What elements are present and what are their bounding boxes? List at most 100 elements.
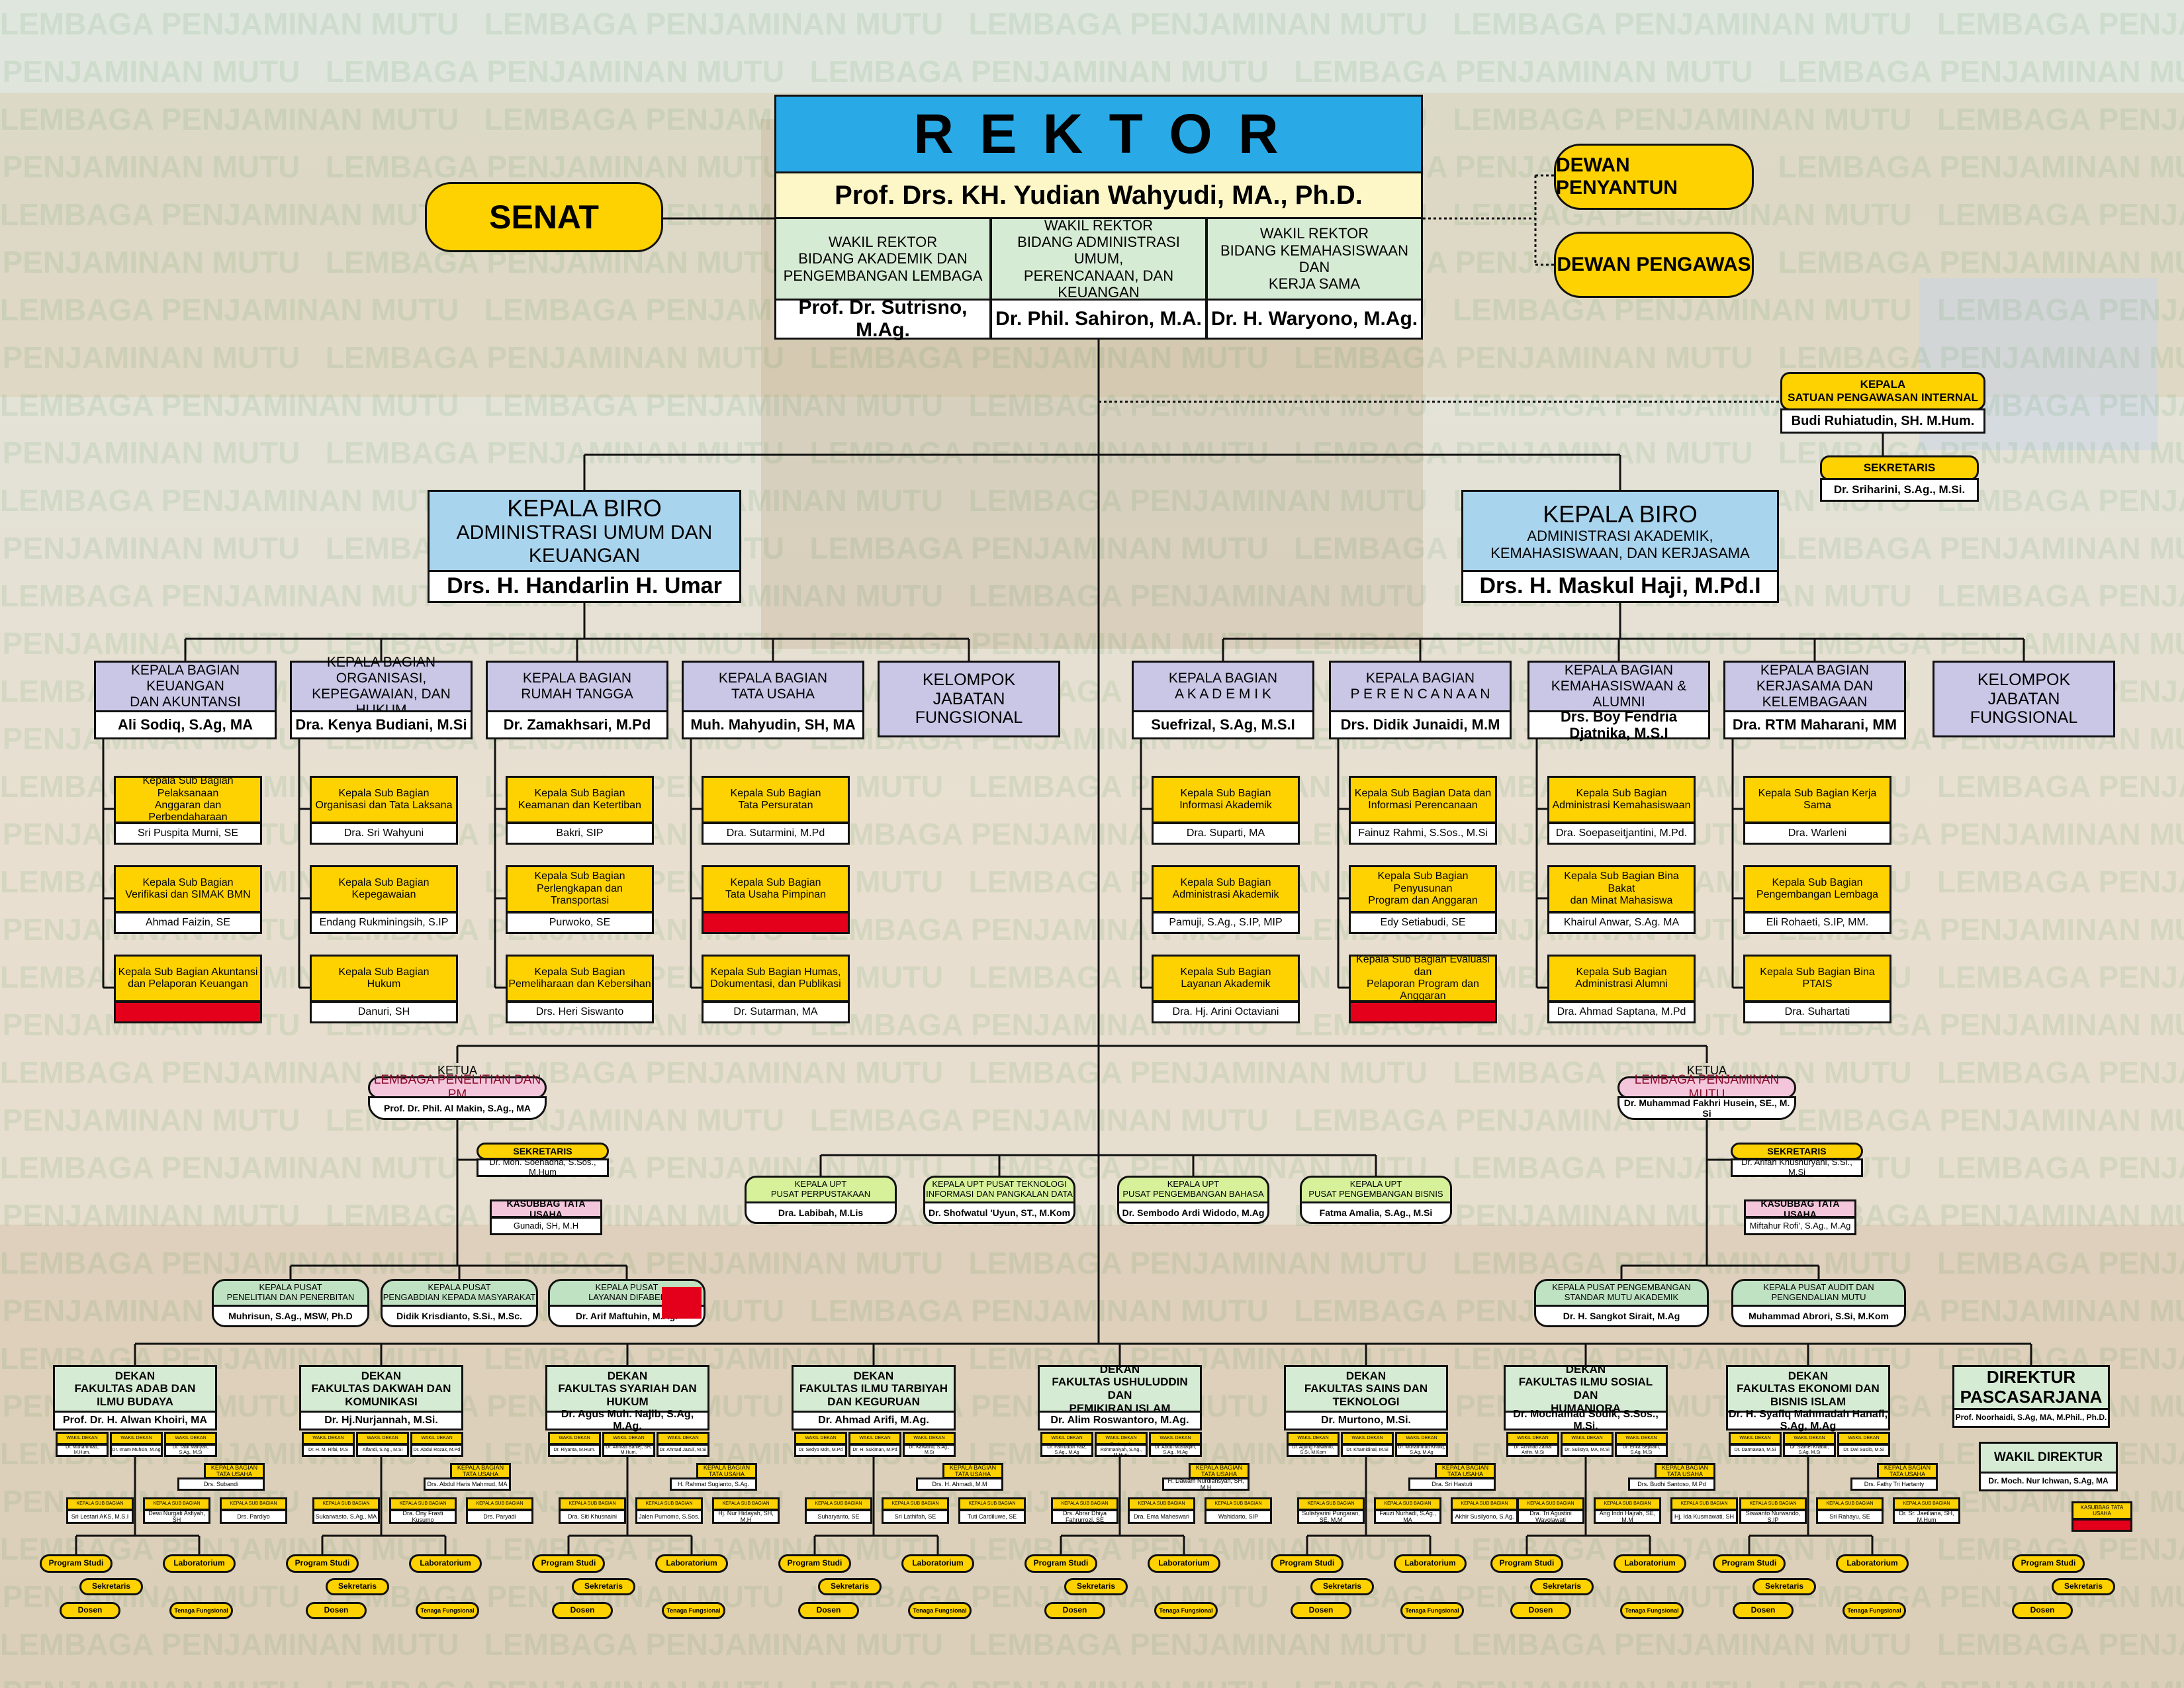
spi-sekretaris-title: SEKRETARIS (1820, 455, 1979, 481)
kepala-bagian-name: Muh. Mahyudin, SH, MA (682, 710, 864, 739)
wakil-rektor-name: Prof. Dr. Sutrisno, M.Ag. (774, 297, 991, 341)
wakil-dekan-label: WAKIL DEKAN (1149, 1432, 1202, 1445)
dekan-name: Dr. Hj.Nurjannah, M.Si. (299, 1411, 463, 1430)
sekretaris-prodi: Sekretaris (326, 1578, 389, 1595)
kasub-name: Jalen Purnomo, S.Sos. (635, 1509, 703, 1524)
sekretaris-title: SEKRETARIS (1731, 1143, 1863, 1160)
kasub-title: KEPALA SUB BAGIAN (712, 1497, 780, 1511)
dekan-name: Dr. H. Syafiq Mahmadah Hanafi, S.Ag, M.A… (1726, 1409, 1890, 1432)
tenaga-fungsional: Tenaga Fungsional (908, 1602, 972, 1619)
kasub-name: Hj. Nur Hidayah, SH, M.H (712, 1509, 780, 1524)
kabag-tu-name: Drs. Subandi (177, 1477, 265, 1491)
kepala-sub-bagian-name: Dra. Sri Wahyuni (310, 822, 458, 845)
dekan-title: DEKAN FAKULTAS ILMU SOSIAL DAN HUMANIORA (1504, 1363, 1668, 1415)
wakil-dekan-name: Dr. Darmawan, M.Si (1729, 1444, 1782, 1457)
kasub-name: Fauzi Nurhadi, S.Ag., MA (1374, 1509, 1441, 1524)
dosen: Dosen (306, 1602, 367, 1619)
kepala-bagian-title: KEPALA BAGIAN TATA USAHA (682, 661, 864, 712)
kepala-pusat-name: Didik Krisdianto, S.Si., M.Sc. (381, 1305, 538, 1327)
kepala-sub-bagian-title: Kepala Sub Bagian Administrasi Akademik (1152, 865, 1300, 913)
ketua-label: KETUA (437, 1063, 477, 1077)
kepala-sub-bagian-name: Drs. Heri Siswanto (506, 1001, 654, 1023)
kasub-title: KEPALA SUB BAGIAN (958, 1497, 1026, 1511)
kepala-sub-bagian-title: Kepala Sub Bagian Keamanan dan Ketertiba… (506, 776, 654, 823)
kasubbag-tu-name: Gunadi, SH, M.H (490, 1217, 602, 1235)
kasub-title: KEPALA SUB BAGIAN (66, 1497, 134, 1511)
kabag-tu-name: Drs. Abdul Haris Mahmud, MA (424, 1477, 511, 1491)
kepala-sub-bagian-title: Kepala Sub Bagian Tata Usaha Pimpinan (702, 865, 850, 913)
kepala-sub-bagian-title: Kepala Sub Bagian Organisasi dan Tata La… (310, 776, 458, 823)
kasub-title: KEPALA SUB BAGIAN (1594, 1497, 1661, 1511)
kepala-sub-bagian-name: Dra. Soepaseitjantini, M.Pd. (1547, 822, 1696, 845)
laboratorium: Laboratorium (163, 1554, 236, 1573)
program-studi: Program Studi (532, 1554, 605, 1573)
program-studi: Program Studi (40, 1554, 113, 1573)
sekretaris-prodi: Sekretaris (1310, 1578, 1374, 1595)
wakil-dekan-name: Dr. Achmad Zainal Arifin, M.Si (1506, 1444, 1559, 1457)
kasub-name: Hj. Ida Kusmawati, SH (1670, 1509, 1738, 1524)
kabag-tu-name: Drs. H. Ahmadi, M.M (916, 1477, 1003, 1491)
wakil-dekan-label: WAKIL DEKAN (110, 1432, 163, 1445)
kepala-sub-bagian-name: Endang Rukminingsih, S.IP (310, 912, 458, 934)
wakil-dekan-name: Dr. Agung Fatwanto, S.Si, M.Kom (1287, 1444, 1340, 1457)
kepala-sub-bagian-title: Kepala Sub Bagian Hukum (310, 955, 458, 1002)
senat-box: SENAT (425, 182, 663, 252)
kasubbag-tu-title: KASUBBAG TATA USAHA (1744, 1198, 1856, 1219)
program-studi: Program Studi (286, 1554, 359, 1573)
wakil-dekan-label: WAKIL DEKAN (410, 1432, 463, 1445)
laboratorium: Laboratorium (655, 1554, 728, 1573)
tenaga-fungsional: Tenaga Fungsional (1154, 1602, 1218, 1619)
kepala-sub-bagian-name: Danuri, SH (310, 1001, 458, 1023)
kepala-bagian-title: KEPALA BAGIAN KEUANGAN DAN AKUNTANSI (94, 661, 277, 712)
pasca-kasubbag-tu-title: KASUBBAG TATA USAHA (2071, 1501, 2132, 1520)
dekan-title: DEKAN FAKULTAS USHULUDDIN DAN PEMIKIRAN … (1038, 1363, 1202, 1415)
program-studi: Program Studi (1713, 1554, 1786, 1573)
wakil-dekan-label: WAKIL DEKAN (903, 1432, 956, 1445)
wakil-dekan-name: Dr. Ahmad Jazuli, M.Si (657, 1444, 709, 1457)
kasub-title: KEPALA SUB BAGIAN (1739, 1497, 1807, 1511)
kepala-sub-bagian-name: Sri Puspita Murni, SE (114, 822, 262, 845)
kelompok-jabatan-fungsional-2: KELOMPOK JABATAN FUNGSIONAL (1933, 661, 2115, 737)
kasub-name: Drs. Abrar Dhiya Fahrurrozi, SE (1051, 1509, 1118, 1524)
biro-name: Drs. H. Handarlin H. Umar (428, 570, 741, 603)
kasub-title: KEPALA SUB BAGIAN (882, 1497, 949, 1511)
wakil-dekan-name: Dr. Slamet Khabib, S.Ag, M.Si (1783, 1444, 1836, 1457)
kepala-sub-bagian-title: Kepala Sub Bagian Layanan Akademik (1152, 955, 1300, 1002)
wakil-dekan-label: WAKIL DEKAN (356, 1432, 409, 1445)
kasub-title: KEPALA SUB BAGIAN (389, 1497, 457, 1511)
kepala-upt-title: KEPALA UPT PUSAT PERPUSTAKAAN (745, 1176, 897, 1203)
kasub-name: Ang Indri Hajrah, SE, M.M (1594, 1509, 1661, 1524)
kepala-pusat-name: Muhrisun, S.Ag., MSW, Ph.D (212, 1305, 369, 1327)
wakil-dekan-name: Dr. Tatik Mariyah, S.Ag., M.Si (164, 1444, 217, 1457)
kepala-sub-bagian-title: Kepala Sub Bagian Evaluasi dan Pelaporan… (1349, 954, 1497, 1002)
kasub-title: KEPALA SUB BAGIAN (1051, 1497, 1118, 1511)
kepala-sub-bagian-title: Kepala Sub Bagian Verifikasi dan SIMAK B… (114, 865, 262, 913)
dosen: Dosen (1291, 1602, 1351, 1619)
wakil-direktur-title: WAKIL DIREKTUR (1979, 1442, 2118, 1474)
kasub-name: Dra. Ema Maheswari (1128, 1509, 1195, 1524)
kepala-sub-bagian-title: Kepala Sub Bagian Data dan Informasi Per… (1349, 776, 1497, 823)
tenaga-fungsional: Tenaga Fungsional (1843, 1602, 1906, 1619)
dekan-title: DEKAN FAKULTAS SAINS DAN TEKNOLOGI (1284, 1365, 1448, 1413)
kepala-pusat-title: KEPALA PUSAT PENGEMBANGAN STANDAR MUTU A… (1534, 1279, 1709, 1307)
wakil-dekan-label: WAKIL DEKAN (548, 1432, 601, 1445)
program-studi: Program Studi (1271, 1554, 1343, 1573)
kepala-sub-bagian-name: Khairul Anwar, S.Ag. MA (1547, 912, 1696, 934)
wakil-dekan-name: Dr. H. Sukiman, M.Pd (848, 1444, 901, 1457)
spi-title: KEPALA SATUAN PENGAWASAN INTERNAL (1780, 372, 1985, 410)
kepala-bagian-title: KEPALA BAGIAN RUMAH TANGGA (486, 661, 668, 712)
wakil-dekan-label: WAKIL DEKAN (1395, 1432, 1448, 1445)
kepala-sub-bagian-title: Kepala Sub Bagian Pelaksanaan Anggaran d… (114, 775, 262, 823)
kasub-name: Sukarwasto, S.Ag., MA (312, 1509, 380, 1524)
sekretaris-prodi: Sekretaris (1530, 1578, 1594, 1595)
kasub-title: KEPALA SUB BAGIAN (1451, 1497, 1518, 1511)
lembaga-ketua-name: Dr. Muhammad Fakhri Husein, SE., M. Si (1617, 1096, 1796, 1120)
kepala-sub-bagian-title: Kepala Sub Bagian Humas, Dokumentasi, da… (702, 955, 850, 1002)
kepala-sub-bagian-vacant (702, 912, 850, 934)
pasca-dosen: Dosen (2012, 1602, 2073, 1619)
kasub-title: KEPALA SUB BAGIAN (1374, 1497, 1441, 1511)
kepala-bagian-title: KEPALA BAGIAN ORGANISASI, KEPEGAWAIAN, D… (290, 655, 473, 718)
wakil-dekan-name: Dr. Abdul Rozak, M.Pd (410, 1444, 463, 1457)
sekretaris-prodi: Sekretaris (572, 1578, 635, 1595)
